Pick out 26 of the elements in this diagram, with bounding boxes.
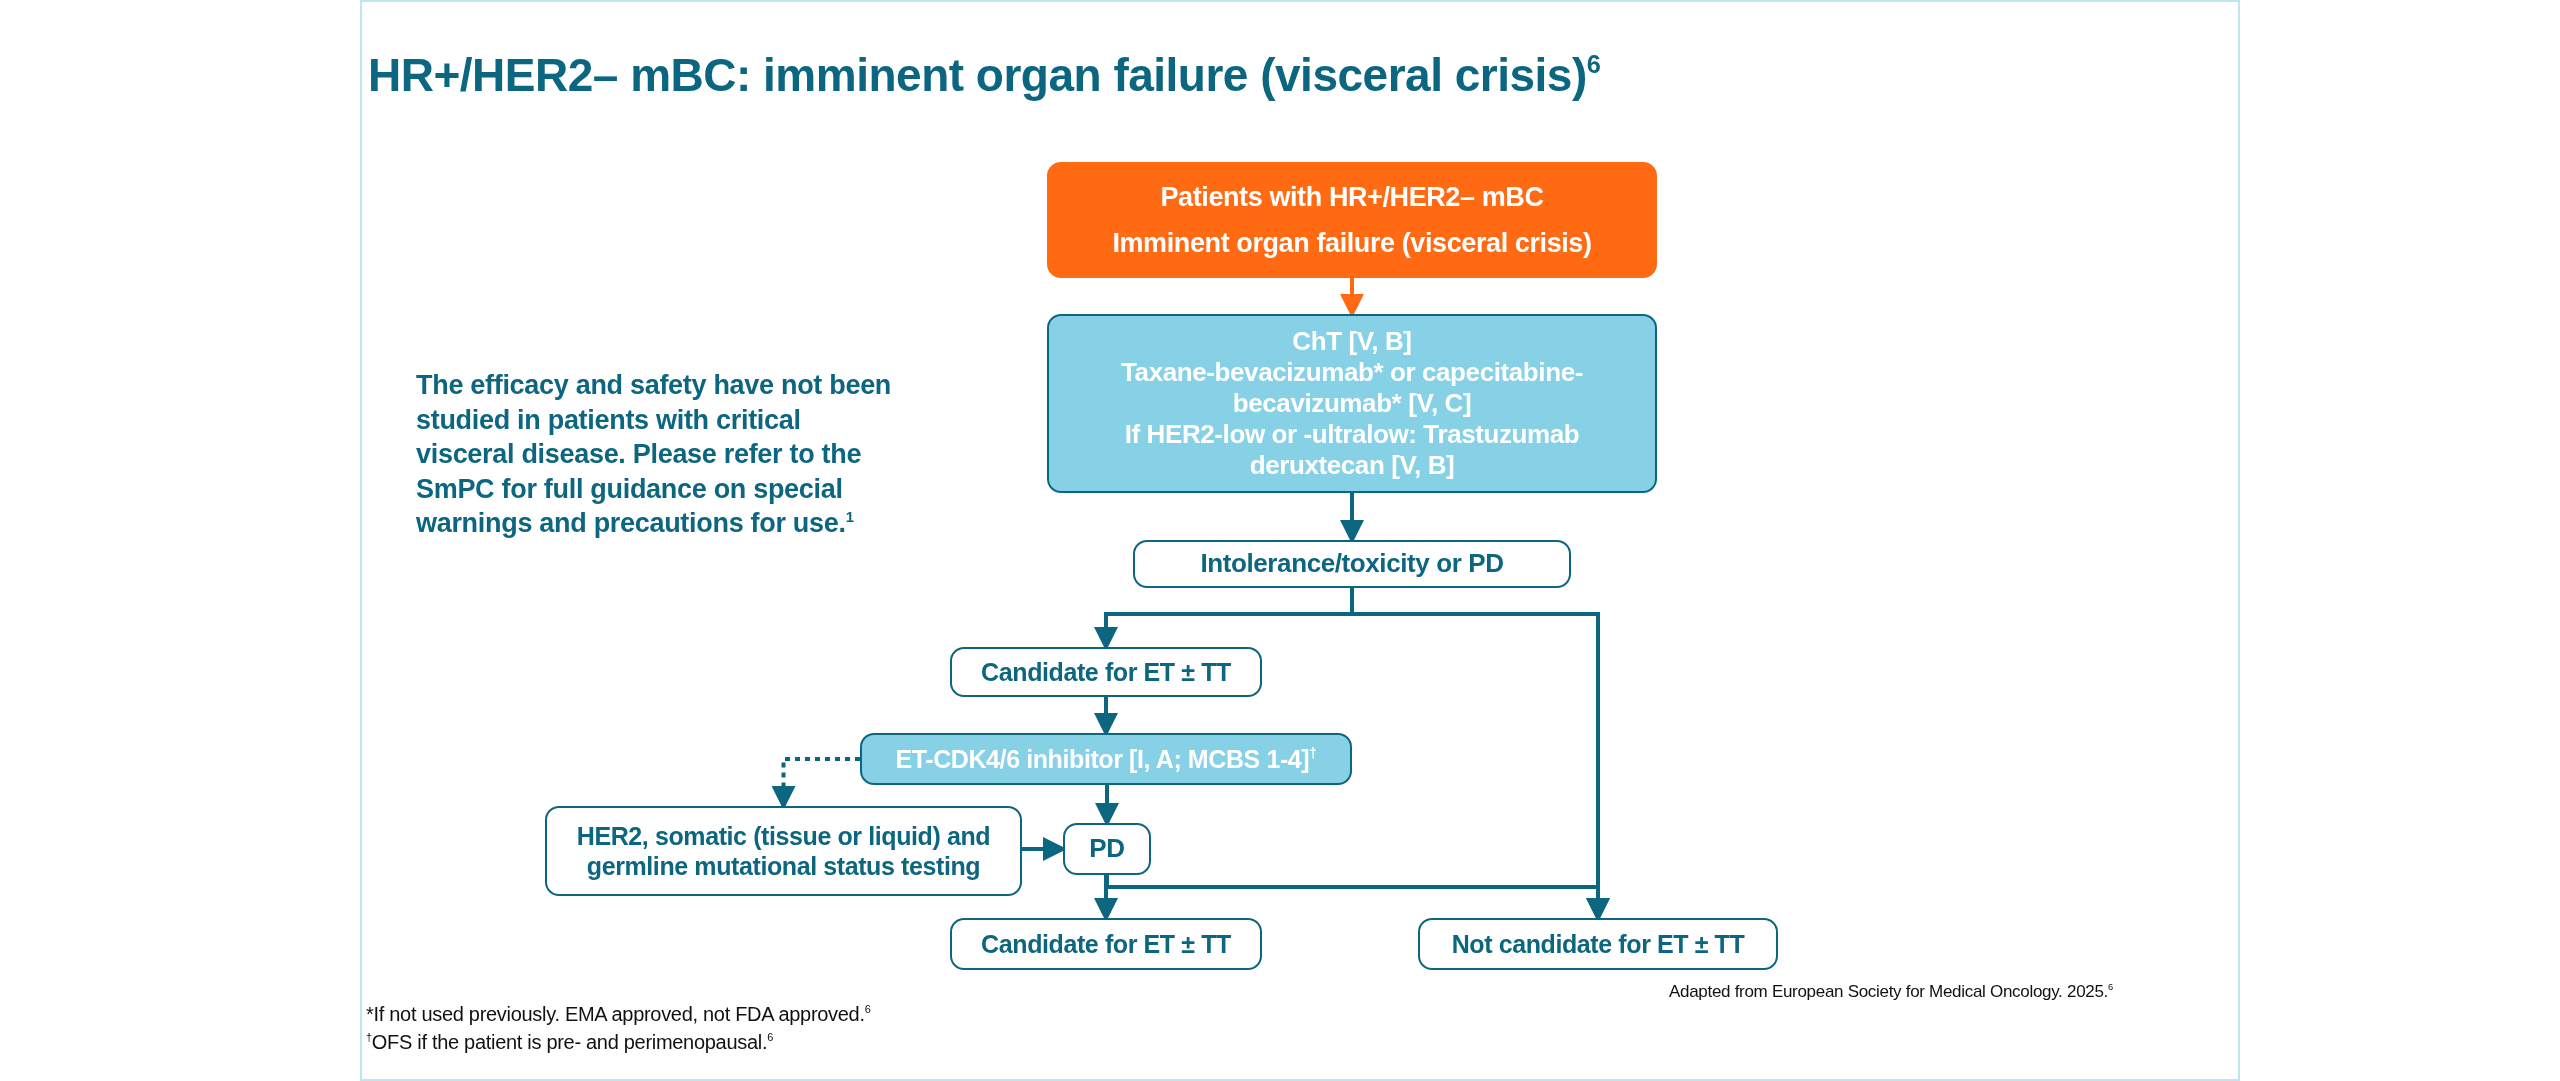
node-text: Not candidate for ET ± TT (1451, 929, 1745, 959)
process-box (950, 647, 1262, 697)
process-box (1133, 540, 1571, 588)
source-text: Adapted from European Society for Medical Oncology. 2025.$^{6}$ (1669, 982, 2114, 1003)
process-box (545, 806, 1022, 896)
node-text: Patients with HR+/HER2– mBC (1160, 180, 1544, 213)
process-box (1063, 823, 1151, 875)
node-text: ChT [V, B] (1292, 325, 1412, 357)
treatment-box (860, 733, 1352, 785)
start-box (1047, 162, 1657, 278)
node-text: Candidate for ET ± TT (981, 657, 1231, 687)
node-text: Candidate for ET ± TT (981, 929, 1231, 959)
node-text: HER2, somatic (tissue or liquid) and germline mutational status testing (575, 821, 992, 881)
treatment-box (1047, 314, 1657, 493)
node-text: Imminent organ failure (visceral crisis) (1112, 227, 1592, 260)
node-text: PD (1089, 833, 1125, 865)
process-box (1418, 918, 1778, 970)
node-text: Taxane-bevacizumab* or capecitabine-becavizumab* [V, C] (1120, 356, 1584, 420)
title: HR+/HER2– mBC: imminent organ failure (visceral crisis)$^{6}$ (368, 48, 1601, 102)
node-text: Intolerance/toxicity or PD (1200, 548, 1504, 580)
node-text: If HER2-low or -ultralow: Trastuzumab deruxtecan [V, B] (1123, 419, 1581, 482)
node-text: ET-CDK4/6 inhibitor [I, A; MCBS 1-4]$^{†}$ (895, 744, 1317, 774)
process-box (950, 918, 1262, 970)
footnote-text: *If not used previously. EMA approved, not FDA approved.$^{6}$ (366, 1002, 872, 1026)
footnote-text: $^{†}$OFS if the patient is pre- and perimenopausal.$^{6}$ (366, 1030, 774, 1054)
note-text: The efficacy and safety have not been studied in patients with critical visceral disease. Please refer to the SmPC for full guidance on special warnings and precautions for use.$^{1}$ (416, 369, 893, 541)
